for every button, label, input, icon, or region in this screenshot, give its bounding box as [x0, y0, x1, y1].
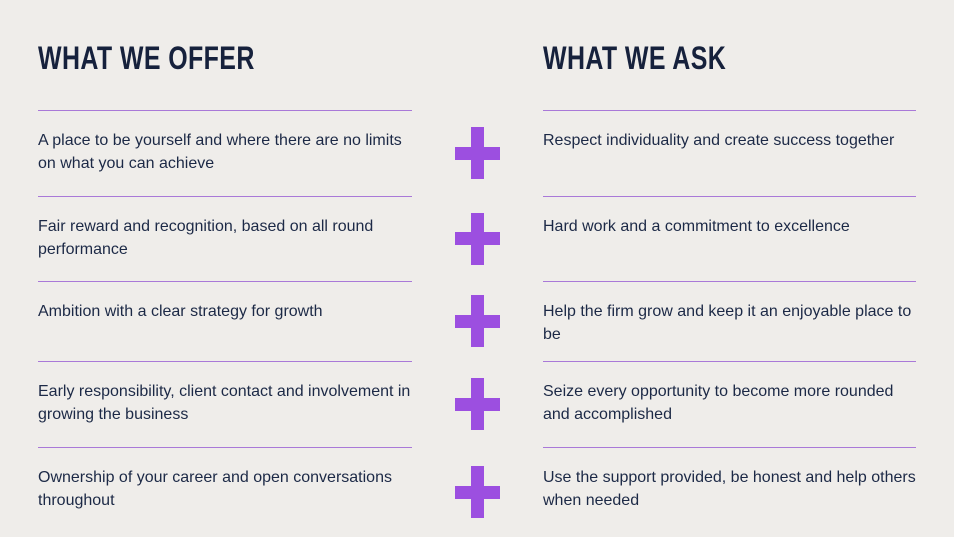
plus-icon — [455, 378, 500, 430]
plus-cell-2 — [412, 196, 543, 281]
ask-title: WHAT WE ASK — [543, 40, 727, 76]
offer-item-4: Early responsibility, client contact and… — [38, 361, 412, 447]
ask-item-1: Respect individuality and create success… — [543, 110, 916, 196]
offer-item-5: Ownership of your career and open conver… — [38, 447, 412, 537]
plus-cell-5 — [412, 447, 543, 537]
plus-cell-4 — [412, 361, 543, 447]
ask-item-3: Help the firm grow and keep it an enjoya… — [543, 281, 916, 361]
ask-item-4: Seize every opportunity to become more r… — [543, 361, 916, 447]
plus-icon — [455, 295, 500, 347]
plus-icon — [455, 212, 500, 265]
ask-item-2: Hard work and a commitment to excellence — [543, 196, 916, 281]
offer-item-3: Ambition with a clear strategy for growt… — [38, 281, 412, 361]
plus-cell-1 — [412, 110, 543, 196]
plus-cell-3 — [412, 281, 543, 361]
plus-icon — [455, 127, 500, 179]
offer-title: WHAT WE OFFER — [38, 40, 255, 76]
offer-item-1: A place to be yourself and where there a… — [38, 110, 412, 196]
ask-item-5: Use the support provided, be honest and … — [543, 447, 916, 537]
offer-item-2: Fair reward and recognition, based on al… — [38, 196, 412, 281]
offer-ask-grid: WHAT WE OFFER WHAT WE ASK A place to be … — [38, 34, 916, 537]
header-spacer — [412, 34, 543, 110]
plus-icon — [455, 466, 500, 518]
